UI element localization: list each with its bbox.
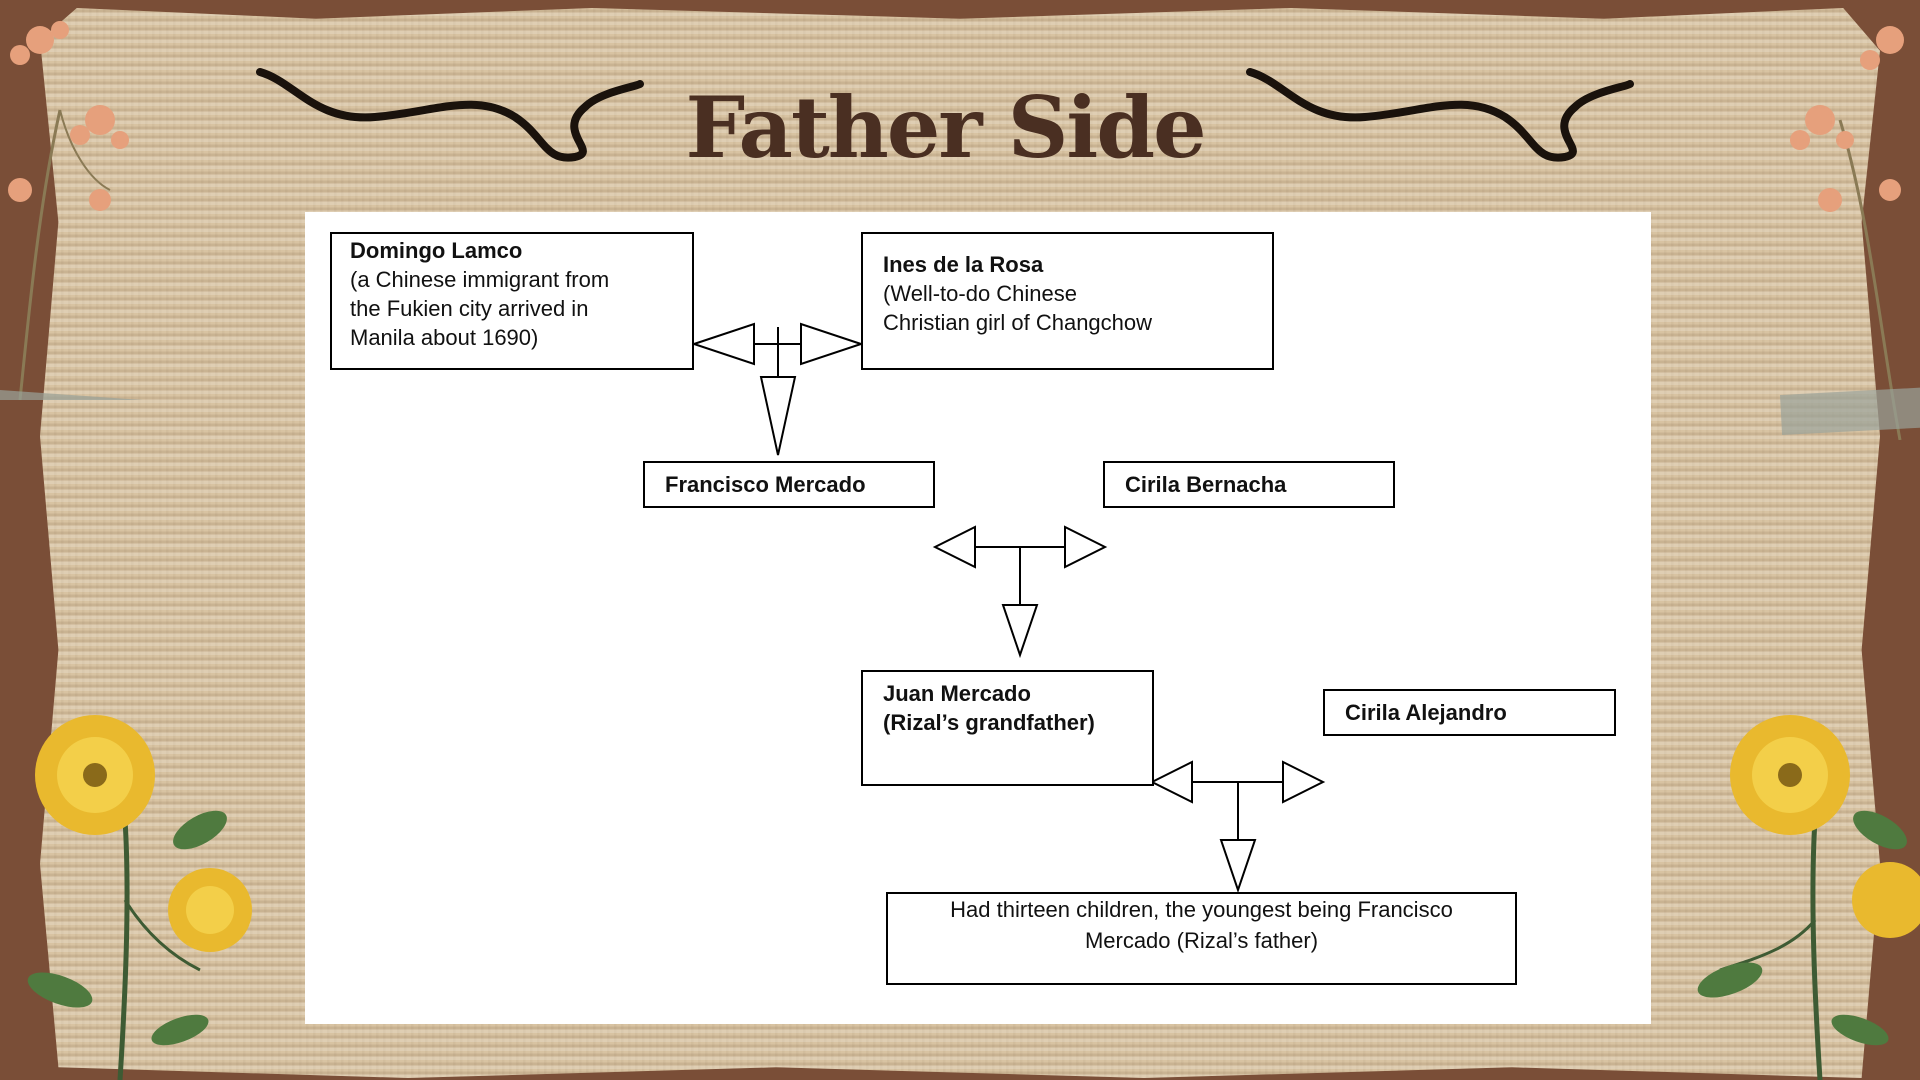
children-box: Had thirteen children, the youngest bein… <box>886 892 1517 985</box>
marriage-arrow-left <box>690 322 755 366</box>
person-description: the Fukien city arrived in <box>350 296 589 321</box>
person-box-francisco-mercado: Francisco Mercado <box>643 461 935 508</box>
page-title: Father Side <box>685 78 1206 177</box>
flower-sprig-right <box>1779 26 1920 440</box>
flower-sprig-left <box>0 21 150 400</box>
person-name: Ines de la Rosa <box>883 252 1044 277</box>
descent-arrow-down <box>1219 839 1257 894</box>
person-box-domingo-lamco: Domingo Lamco (a Chinese immigrant from … <box>330 232 694 370</box>
swirl-ornament-left <box>256 68 644 162</box>
descent-arrow-down <box>1001 604 1039 659</box>
person-description: (Well-to-do Chinese <box>883 281 1078 306</box>
yellow-rose-left <box>27 715 252 1080</box>
person-description: (Rizal’s grandfather) <box>883 710 1095 735</box>
children-description: Had thirteen children, the youngest bein… <box>950 897 1453 922</box>
person-description: Christian girl of Changchow <box>883 310 1153 335</box>
person-name: Domingo Lamco <box>350 238 523 263</box>
person-name: Cirila Alejandro <box>1345 700 1507 725</box>
person-box-juan-mercado: Juan Mercado (Rizal’s grandfather) <box>861 670 1154 786</box>
person-box-cirila-bernacha: Cirila Bernacha <box>1103 461 1395 508</box>
descent-arrow-down <box>759 376 797 456</box>
person-name: Cirila Bernacha <box>1125 472 1287 497</box>
marriage-arrow-left <box>1149 760 1193 804</box>
yellow-rose-right <box>1697 715 1920 1080</box>
person-box-cirila-alejandro: Cirila Alejandro <box>1323 689 1616 736</box>
person-name: Juan Mercado <box>883 681 1031 706</box>
family-tree-diagram: Domingo Lamco (a Chinese immigrant from … <box>305 212 1651 1024</box>
marriage-arrow-right <box>1282 760 1326 804</box>
person-description: (a Chinese immigrant from <box>350 267 610 292</box>
marriage-arrow-right <box>1064 525 1108 569</box>
children-description: Mercado (Rizal’s father) <box>1084 928 1319 953</box>
person-description: Manila about 1690) <box>350 325 539 350</box>
swirl-ornament-right <box>1246 68 1634 162</box>
marriage-arrow-right <box>800 322 865 366</box>
person-name: Francisco Mercado <box>665 472 866 497</box>
marriage-arrow-left <box>932 525 976 569</box>
person-box-ines-de-la-rosa: Ines de la Rosa (Well-to-do Chinese Chri… <box>861 232 1274 370</box>
connector-lines <box>690 322 1326 894</box>
